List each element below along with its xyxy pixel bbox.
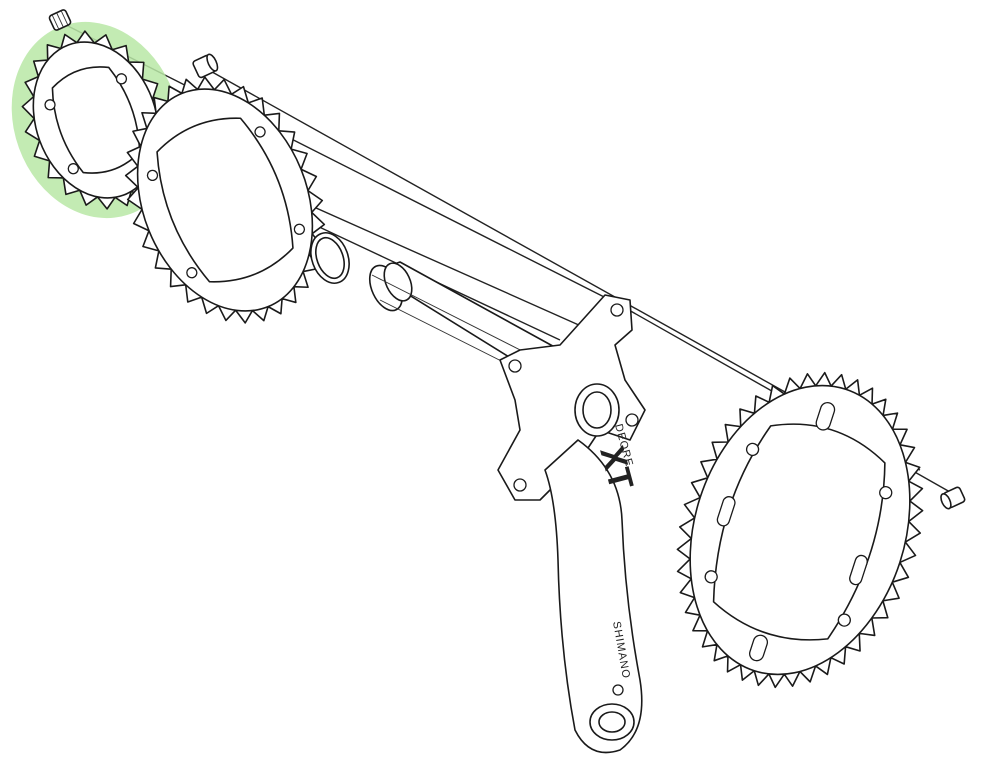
large-chainring[interactable] xyxy=(638,341,961,719)
chainring-nut[interactable] xyxy=(192,53,220,79)
middle-chainring[interactable] xyxy=(91,48,359,352)
large-chainring-bolt[interactable] xyxy=(939,486,966,510)
chainring-bolt[interactable] xyxy=(48,9,72,31)
spacer-ring[interactable] xyxy=(304,227,356,288)
crank-arm[interactable]: XT DEORE SHIMANO xyxy=(363,259,646,754)
